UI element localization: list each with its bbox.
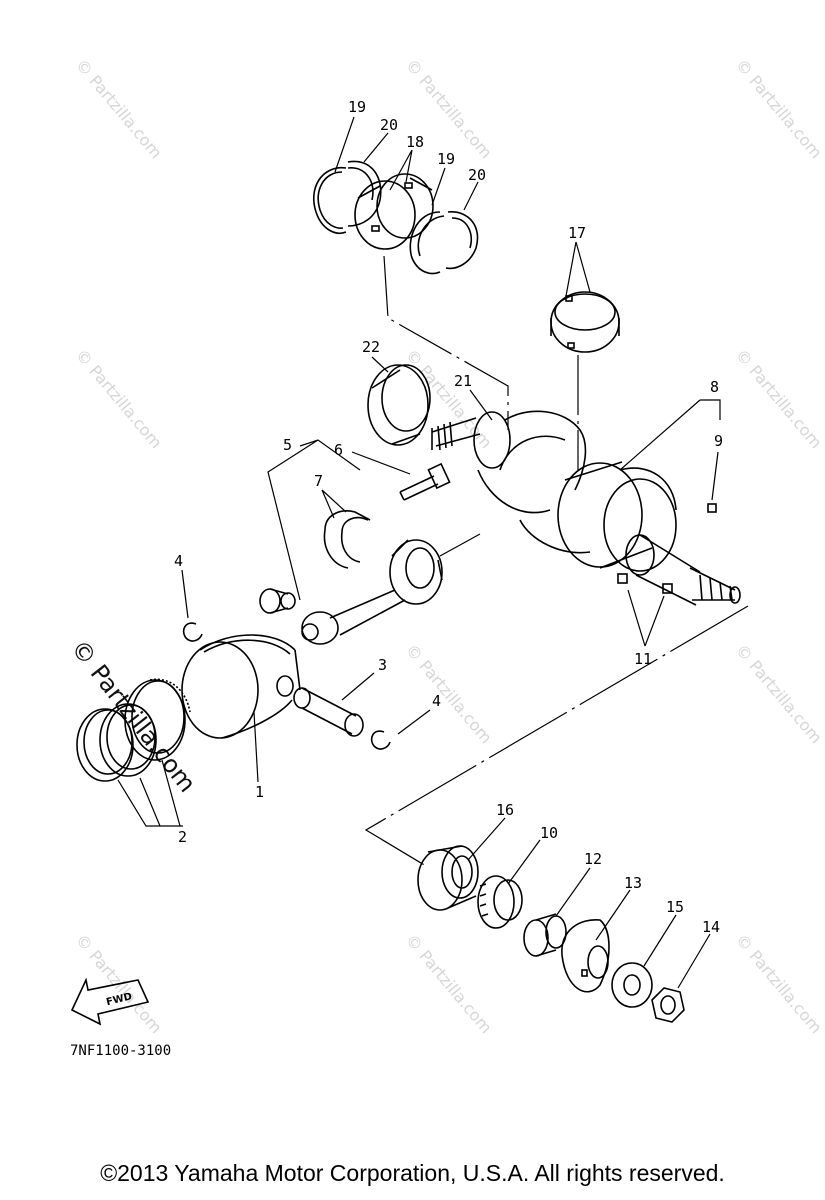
part-12-collar	[523, 913, 567, 957]
part-16-bearing	[417, 845, 479, 911]
part-13-cam	[561, 919, 610, 993]
part-19-thrust-ring-left	[312, 167, 347, 234]
part-18-main-bearing-top	[354, 173, 434, 250]
callout-12: 12	[584, 850, 602, 868]
part-15-washer	[611, 962, 653, 1008]
part-4-circlip-upper	[182, 622, 203, 642]
callout-14: 14	[702, 918, 720, 936]
part-2-piston-rings	[76, 678, 191, 782]
callout-2: 2	[178, 828, 187, 846]
part-14-nut	[651, 987, 685, 1023]
callout-22: 22	[362, 338, 380, 356]
callout-6: 6	[334, 441, 343, 459]
watermark: © Partzilla.com	[72, 345, 166, 452]
callout-17: 17	[568, 224, 586, 242]
part-7-rod-bearing	[323, 510, 371, 569]
callout-7: 7	[314, 472, 323, 490]
part-1-piston	[181, 634, 301, 739]
part-10-gear	[477, 875, 523, 929]
watermark: © Partzilla.com	[402, 640, 496, 747]
callout-11: 11	[634, 650, 652, 668]
diagram-part-number: 7NF1100-3100	[70, 1043, 171, 1059]
part-20-thrust-half-left	[347, 160, 382, 227]
callout-9: 9	[714, 432, 723, 450]
watermark: © Partzilla.com	[732, 345, 825, 452]
watermark: © Partzilla.com	[402, 930, 496, 1037]
part-9-plug	[707, 503, 717, 513]
callout-19: 19	[348, 98, 366, 116]
watermark: © Partzilla.com	[732, 930, 825, 1037]
callout-20: 20	[380, 116, 398, 134]
part-3-piston-pin	[293, 687, 364, 737]
callout-15: 15	[666, 898, 684, 916]
watermark-large: © Partzilla.com	[65, 634, 201, 797]
callout-19: 19	[437, 150, 455, 168]
callout-labels: 19 20 18 19 20 17 22 21 8 9 5 6 7 4 3 4 …	[174, 98, 723, 936]
watermarks: © Partzilla.com © Partzilla.com © Partzi…	[65, 55, 825, 1037]
part-17-crank-bearing	[550, 291, 620, 353]
callout-4: 4	[174, 552, 183, 570]
part-19-thrust-ring-right	[409, 211, 445, 275]
callout-20: 20	[468, 166, 486, 184]
callout-13: 13	[624, 874, 642, 892]
part-22-oil-seal	[367, 364, 431, 446]
callout-1: 1	[255, 783, 264, 801]
part-8-crankshaft	[431, 410, 741, 606]
copyright-notice: ©2013 Yamaha Motor Corporation, U.S.A. A…	[100, 1160, 725, 1186]
part-5-connecting-rod	[301, 539, 443, 645]
callout-4: 4	[432, 692, 441, 710]
watermark: © Partzilla.com	[732, 640, 825, 747]
part-4-circlip-lower	[370, 730, 391, 750]
callout-21: 21	[454, 372, 472, 390]
callout-10: 10	[540, 824, 558, 842]
callout-16: 16	[496, 801, 514, 819]
callout-5: 5	[283, 436, 292, 454]
callout-18: 18	[406, 133, 424, 151]
callout-3: 3	[378, 656, 387, 674]
watermark: © Partzilla.com	[732, 55, 825, 162]
callout-8: 8	[710, 378, 719, 396]
leader-lines	[117, 116, 749, 989]
watermark: © Partzilla.com	[72, 55, 166, 162]
part-20-thrust-half-right	[445, 211, 479, 270]
part-6-bolt	[399, 462, 451, 501]
part-pin-boss	[259, 588, 296, 614]
